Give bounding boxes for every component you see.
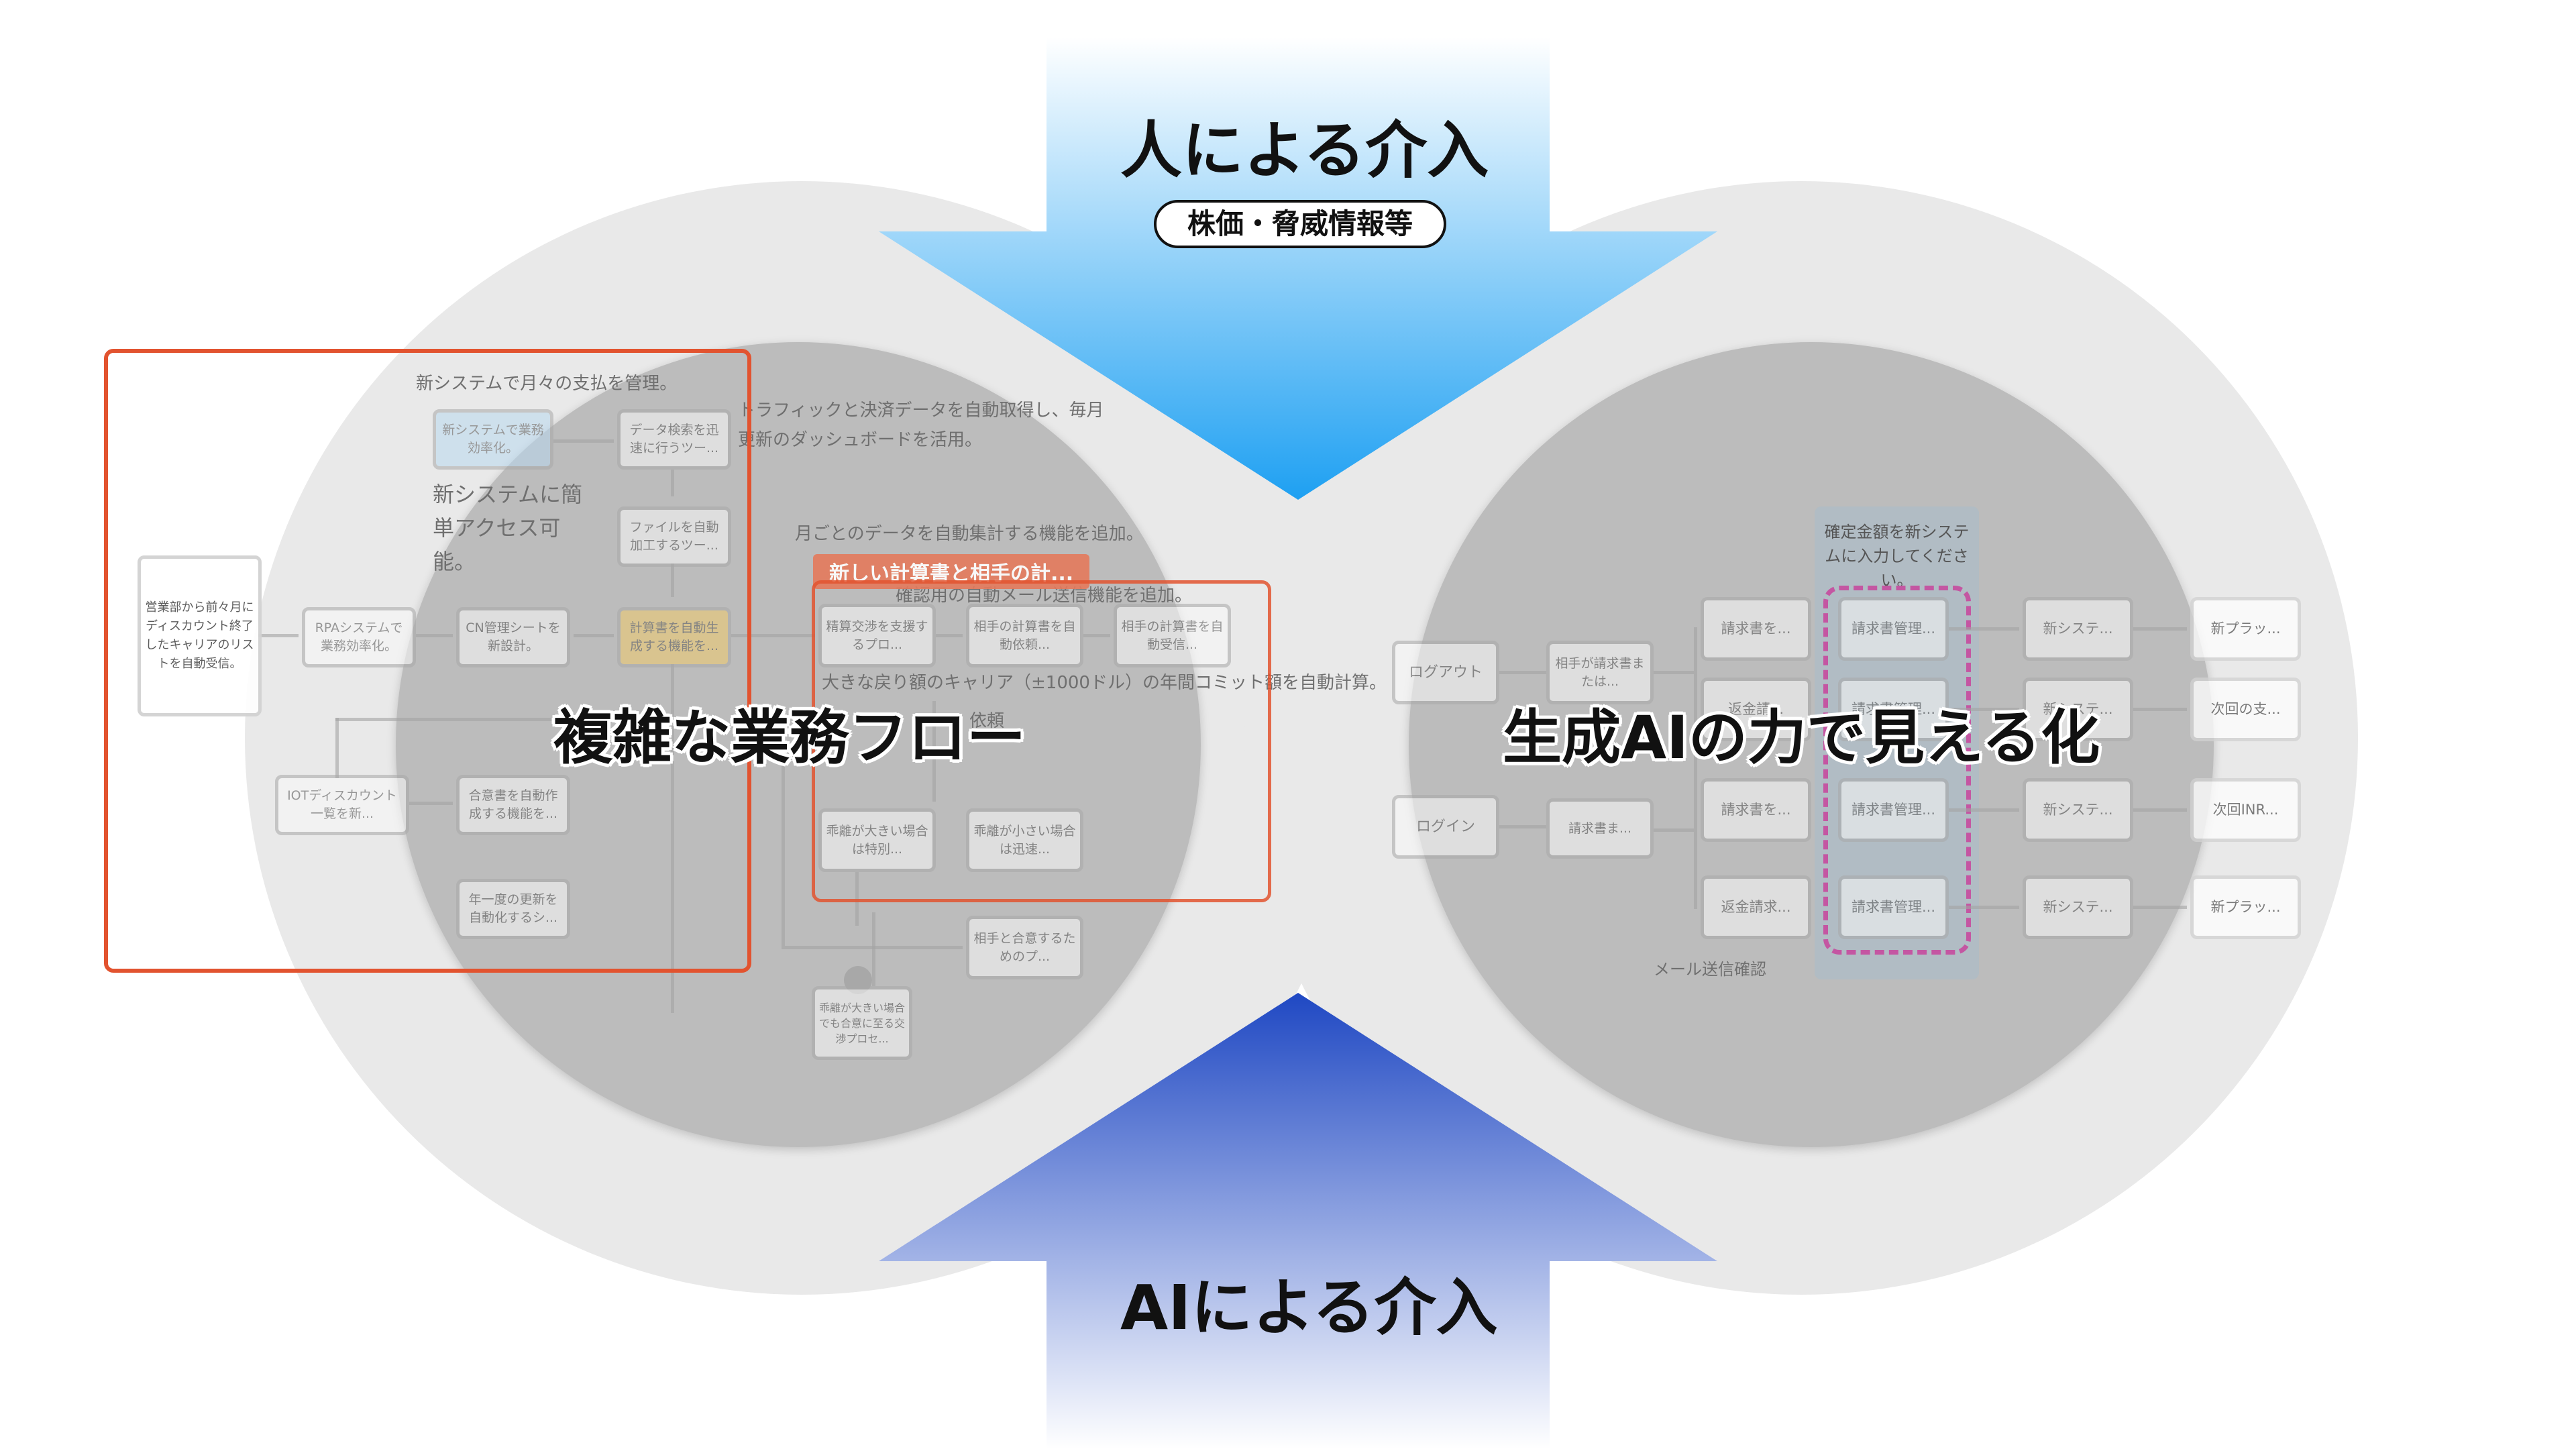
r1c1-node: 請求書を... <box>1701 597 1811 661</box>
file-proc-node: ファイルを自動加工するツー... <box>617 506 731 567</box>
note-dashboard: 更新のダッシュボードを活用。 <box>738 430 983 450</box>
connector <box>2133 808 2187 812</box>
agreement-node: 合意書を自動作成する機能を... <box>456 775 570 835</box>
div-large-node: 乖離が大きい場合は特別... <box>818 808 936 872</box>
cn-node: CN管理シートを新設計。 <box>456 607 570 667</box>
r2c3-node: 新システ... <box>2023 678 2133 741</box>
connector <box>335 718 339 778</box>
connector <box>731 634 815 637</box>
connector <box>782 718 785 946</box>
connector <box>1949 708 2019 711</box>
connector <box>1654 828 1694 832</box>
connector <box>1499 825 1546 828</box>
connector <box>335 718 671 721</box>
highlight-dashed-box <box>1823 586 1971 955</box>
r1c4-node: 新プラッ... <box>2190 597 2301 661</box>
top-arrow-shape <box>879 37 1717 500</box>
connector <box>932 701 936 802</box>
connector <box>671 470 674 496</box>
note-easy-access-3: 能。 <box>433 549 476 574</box>
div-small-node: 乖離が小さい場合は迅速... <box>966 808 1083 872</box>
genai-visualize-headline: 生成AIの力で見える化 <box>1503 703 2100 772</box>
bottom-arrow-shape <box>879 993 1717 1449</box>
note-monthly-payment: 新システムで月々の支払を管理。 <box>416 374 678 394</box>
mail-note: メール送信確認 <box>1654 960 1766 979</box>
r3c1-node: 請求書を... <box>1701 778 1811 842</box>
data-search-node: データ検索を迅速に行うツー... <box>617 409 731 470</box>
r4c3-node: 新システ... <box>2023 875 2133 939</box>
note-annual-commit: 大きな戻り額のキャリア（±1000ドル）の年間コミット額を自動計算。 <box>822 673 1387 693</box>
connector <box>1499 671 1546 674</box>
connector <box>936 634 963 637</box>
r2c2-node: 請求書管理... <box>1838 678 1949 741</box>
bottom-node: 乖離が大きい場合でも合意に至る交渉プロセ... <box>812 986 912 1060</box>
connector <box>2133 708 2187 711</box>
calc-red-frame <box>812 580 1271 902</box>
settle-node: 精算交渉を支援するプロ... <box>818 604 936 667</box>
connector <box>1949 906 2019 909</box>
note-confirm-mail: 確認用の自動メール送信機能を追加。 <box>896 586 1193 606</box>
gen-calc-node: 計算書を自動生成する機能を... <box>617 607 731 667</box>
connector <box>872 912 875 986</box>
r4c4-node: 新プラッ... <box>2190 875 2301 939</box>
new-sys-node: 新システムで業務効率化。 <box>433 409 553 470</box>
note-request: 依頼 <box>969 711 1005 731</box>
connector <box>258 634 299 637</box>
r1c2-node: 請求書管理... <box>1838 597 1949 661</box>
connector <box>671 564 674 597</box>
connector <box>553 439 614 443</box>
yearly-node: 年一度の更新を自動化するシ... <box>456 879 570 939</box>
r3c2-node: 請求書管理... <box>1838 778 1949 842</box>
connector <box>416 634 453 637</box>
connector <box>671 664 674 1013</box>
r1c3-node: 新システ... <box>2023 597 2133 661</box>
r2c1-node: 返金請... <box>1701 678 1811 741</box>
connector <box>1949 627 2019 631</box>
note-easy-access-1: 新システムに簡 <box>433 482 583 507</box>
connector <box>2133 627 2187 631</box>
start-node: 営業部から前々月にディスカウント終了したキャリアのリストを自動受信。 <box>138 555 262 716</box>
connector <box>409 802 453 805</box>
connector <box>1654 671 1694 674</box>
connector <box>1694 627 1697 909</box>
note-traffic-data: トラフィックと決済データを自動取得し、毎月 <box>738 400 1104 421</box>
invoice-b-node: 請求書ま... <box>1546 798 1654 859</box>
r3c3-node: 新システ... <box>2023 778 2133 842</box>
connector <box>1083 634 1110 637</box>
connector <box>574 634 614 637</box>
iot-node: IOTディスカウント一覧を新... <box>275 775 409 835</box>
agree-with-node: 相手と合意するためのプ... <box>966 916 1083 979</box>
rpa-node: RPAシステムで業務効率化。 <box>302 607 416 667</box>
logout-node: ログアウト <box>1392 641 1499 704</box>
ai-intervention-title: AIによる介入 <box>1120 1272 1498 1344</box>
partner-recv-node: 相手の計算書を自動受信... <box>1114 604 1231 667</box>
stock-threat-pill: 株価・脅威情報等 <box>1154 200 1446 248</box>
right-inner-circle <box>1409 342 2214 1147</box>
r4c2-node: 請求書管理... <box>1838 875 1949 939</box>
note-monthly-aggregate: 月ごとのデータを自動集計する機能を追加。 <box>795 524 1144 544</box>
note-easy-access-2: 単アクセス可 <box>433 515 561 541</box>
login-node: ログイン <box>1392 795 1499 859</box>
r3c4-node: 次回INR... <box>2190 778 2301 842</box>
partner-req-node: 相手の計算書を自動依頼... <box>966 604 1083 667</box>
partner-req-right-node: 相手が請求書または... <box>1546 641 1654 704</box>
complex-workflow-headline: 複雑な業務フロー <box>553 703 1026 772</box>
r2c4-node: 次回の支... <box>2190 678 2301 741</box>
connector <box>2133 906 2187 909</box>
left-red-frame <box>104 349 751 973</box>
r4c1-node: 返金請求... <box>1701 875 1811 939</box>
connector <box>1949 808 2019 812</box>
human-intervention-title: 人による介入 <box>1120 115 1489 186</box>
left-inner-circle <box>396 342 1201 1147</box>
